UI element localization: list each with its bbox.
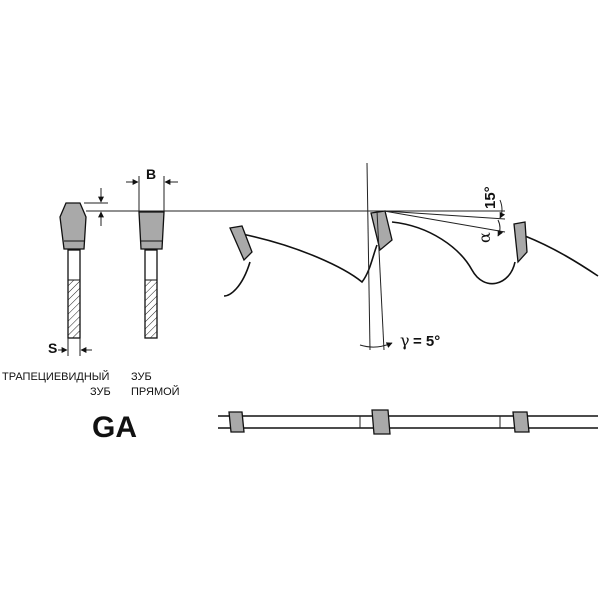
- radial-line: [366, 162, 371, 351]
- straight-tooth-tip: [138, 211, 165, 250]
- top-tooth-3: [512, 411, 530, 433]
- trapezoid-tooth-label-line2: ЗУБ: [90, 386, 111, 398]
- angle-gamma-symbol: γ: [400, 331, 410, 350]
- side-tooth-right: [513, 221, 528, 264]
- top-tooth-1: [228, 411, 245, 433]
- saw-teeth-top-view: [218, 409, 598, 435]
- dim-s-label: S: [48, 340, 57, 356]
- angle-alpha-label: α: [475, 232, 494, 243]
- trapezoid-tooth-profile: S: [48, 188, 108, 356]
- straight-blade-hatch: [144, 279, 158, 339]
- angle-15-label: 15°: [482, 186, 499, 209]
- straight-tooth-label-line2: ПРЯМОЙ: [131, 385, 180, 398]
- trapezoid-tooth-label-line1: ТРАПЕЦИЕВИДНЫЙ: [2, 370, 109, 383]
- trapezoid-tooth-tip: [59, 202, 87, 250]
- trapezoid-blade-hatch: [67, 279, 81, 339]
- rake-face-line: [376, 210, 385, 351]
- angle-gamma-value: = 5°: [413, 333, 440, 350]
- straight-tooth-label-line1: ЗУБ: [131, 371, 152, 383]
- clearance-line: [383, 210, 506, 233]
- top-tooth-2: [371, 409, 391, 435]
- saw-teeth-side-view: [223, 210, 599, 297]
- straight-tooth-profile: B: [126, 165, 178, 339]
- side-tooth-left: [229, 225, 253, 262]
- tooth-code-ga: GA: [92, 411, 137, 444]
- dim-b-label: B: [146, 166, 156, 182]
- side-tooth-middle: [370, 210, 393, 252]
